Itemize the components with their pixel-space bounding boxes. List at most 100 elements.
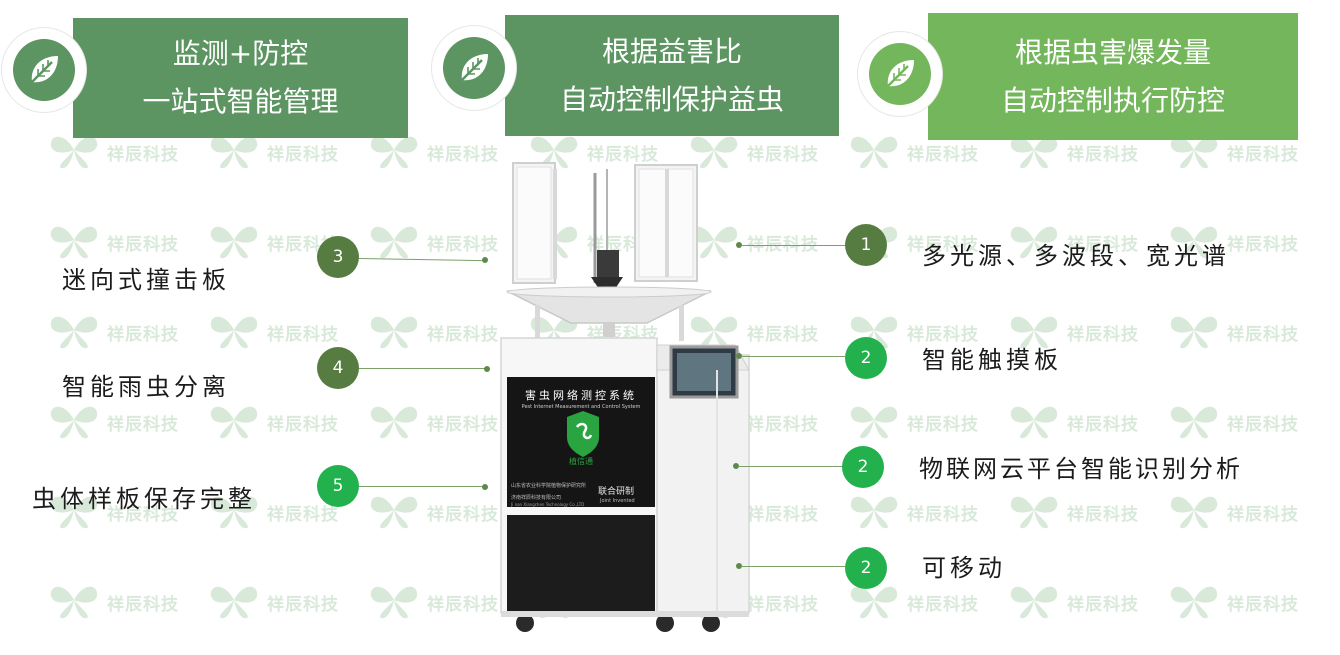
watermark-tile: 祥辰科技 bbox=[45, 400, 205, 440]
watermark-text: 祥辰科技 bbox=[107, 415, 179, 435]
watermark-tile: 祥辰科技 bbox=[1165, 130, 1325, 170]
watermark-tile: 祥辰科技 bbox=[685, 130, 845, 170]
header-2-line1: 根据益害比 bbox=[601, 34, 742, 68]
butterfly-icon bbox=[850, 586, 898, 619]
butterfly-icon bbox=[210, 136, 258, 169]
watermark-tile: 祥辰科技 bbox=[1165, 580, 1325, 620]
panel-joint-label: 联合研制 bbox=[598, 487, 635, 497]
watermark-text: 祥辰科技 bbox=[1067, 415, 1139, 435]
watermark-tile: 祥辰科技 bbox=[365, 580, 525, 620]
callout-line-2b bbox=[738, 466, 842, 467]
watermark-text: 祥辰科技 bbox=[1227, 145, 1299, 165]
callout-label-5: 虫体样板保存完整 bbox=[32, 485, 256, 513]
watermark-tile: 祥辰科技 bbox=[845, 310, 1005, 350]
butterfly-icon bbox=[1170, 136, 1218, 169]
header-1-line2: 一站式智能管理 bbox=[142, 85, 339, 118]
watermark-text: 祥辰科技 bbox=[427, 595, 499, 615]
butterfly-icon bbox=[370, 136, 418, 169]
watermark-text: 祥辰科技 bbox=[1227, 415, 1299, 435]
watermark-tile: 祥辰科技 bbox=[205, 310, 365, 350]
callout-label-1: 多光源、多波段、宽光谱 bbox=[922, 242, 1230, 270]
watermark-tile: 祥辰科技 bbox=[205, 490, 365, 530]
watermark-tile: 祥辰科技 bbox=[1005, 490, 1165, 530]
watermark-text: 祥辰科技 bbox=[1067, 145, 1139, 165]
watermark-tile: 祥辰科技 bbox=[845, 130, 1005, 170]
watermark-text: 祥辰科技 bbox=[747, 415, 819, 435]
header-box-2: 根据益害比 自动控制保护益虫 bbox=[505, 15, 839, 136]
butterfly-icon bbox=[1010, 226, 1058, 259]
panel-joint-label-en: Joint Invented bbox=[600, 498, 635, 504]
butterfly-icon bbox=[1170, 226, 1218, 259]
watermark-text: 祥辰科技 bbox=[1067, 595, 1139, 615]
butterfly-icon bbox=[1170, 586, 1218, 619]
panel-title: 害虫网络测控系统 bbox=[525, 389, 637, 402]
butterfly-icon bbox=[370, 586, 418, 619]
callout-dot-2c bbox=[736, 563, 742, 569]
watermark-text: 祥辰科技 bbox=[747, 505, 819, 525]
watermark-text: 祥辰科技 bbox=[1227, 505, 1299, 525]
pest-monitor-machine bbox=[500, 162, 750, 632]
header-2-leaf-badge bbox=[432, 26, 516, 110]
wheel-icon bbox=[702, 614, 720, 632]
butterfly-icon bbox=[1010, 586, 1058, 619]
panel-org-line2: 济南祥辰科技有限公司 bbox=[511, 495, 562, 501]
butterfly-icon bbox=[370, 316, 418, 349]
butterfly-icon bbox=[50, 136, 98, 169]
butterfly-icon bbox=[1170, 406, 1218, 439]
butterfly-icon bbox=[370, 496, 418, 529]
watermark-tile: 祥辰科技 bbox=[845, 490, 1005, 530]
header-box-3: 根据虫害爆发量 自动控制执行防控 bbox=[928, 13, 1298, 140]
watermark-text: 祥辰科技 bbox=[747, 595, 819, 615]
watermark-text: 祥辰科技 bbox=[1227, 325, 1299, 345]
butterfly-icon bbox=[210, 406, 258, 439]
watermark-text: 祥辰科技 bbox=[267, 145, 339, 165]
watermark-text: 祥辰科技 bbox=[907, 595, 979, 615]
callout-badge-2b: 2 bbox=[842, 446, 884, 488]
watermark-text: 祥辰科技 bbox=[107, 595, 179, 615]
watermark-tile: 祥辰科技 bbox=[1165, 220, 1325, 260]
butterfly-icon bbox=[530, 136, 578, 169]
callout-badge-2c: 2 bbox=[845, 547, 887, 589]
watermark-text: 祥辰科技 bbox=[107, 325, 179, 345]
watermark-tile: 祥辰科技 bbox=[45, 220, 205, 260]
watermark-tile: 祥辰科技 bbox=[1005, 400, 1165, 440]
watermark-text: 祥辰科技 bbox=[1227, 595, 1299, 615]
watermark-text: 祥辰科技 bbox=[1227, 235, 1299, 255]
watermark-text: 祥辰科技 bbox=[907, 415, 979, 435]
watermark-tile: 祥辰科技 bbox=[45, 490, 205, 530]
callout-label-3: 迷向式撞击板 bbox=[62, 266, 230, 294]
leaf-icon bbox=[887, 60, 914, 87]
leaf-icon bbox=[31, 56, 58, 83]
butterfly-icon bbox=[210, 226, 258, 259]
header-3-line2: 自动控制执行防控 bbox=[1000, 83, 1225, 117]
callout-line-1 bbox=[741, 245, 845, 246]
panel-subtitle: Pest Internet Measurement and Control Sy… bbox=[521, 404, 641, 410]
watermark-text: 祥辰科技 bbox=[1067, 505, 1139, 525]
watermark-text: 祥辰科技 bbox=[267, 505, 339, 525]
watermark-tile: 祥辰科技 bbox=[45, 310, 205, 350]
panel-org-line1: 山东省农业科学院植物保护研究所 bbox=[511, 483, 587, 489]
watermark-text: 祥辰科技 bbox=[1067, 235, 1139, 255]
header-1-line1: 监测+防控 bbox=[172, 37, 309, 70]
butterfly-icon bbox=[1010, 316, 1058, 349]
watermark-text: 祥辰科技 bbox=[267, 415, 339, 435]
butterfly-icon bbox=[530, 316, 578, 349]
panel-org-line2-en: Ji nan Xiangchen Technology Co.,LTD bbox=[511, 502, 585, 507]
butterfly-icon bbox=[850, 316, 898, 349]
wheel-icon bbox=[656, 614, 674, 632]
butterfly-icon bbox=[850, 406, 898, 439]
watermark-text: 祥辰科技 bbox=[907, 505, 979, 525]
watermark-tile: 祥辰科技 bbox=[365, 310, 525, 350]
watermark-text: 祥辰科技 bbox=[427, 325, 499, 345]
watermark-tile: 祥辰科技 bbox=[365, 220, 525, 260]
butterfly-icon bbox=[1010, 406, 1058, 439]
watermark-tile: 祥辰科技 bbox=[525, 130, 685, 170]
watermark-tile: 祥辰科技 bbox=[365, 400, 525, 440]
watermark-text: 祥辰科技 bbox=[587, 145, 659, 165]
watermark-tile: 祥辰科技 bbox=[1005, 220, 1165, 260]
watermark-text: 祥辰科技 bbox=[107, 145, 179, 165]
butterfly-icon bbox=[1010, 496, 1058, 529]
callout-line-5 bbox=[359, 486, 483, 487]
callout-dot-4 bbox=[484, 366, 490, 372]
butterfly-icon bbox=[50, 586, 98, 619]
